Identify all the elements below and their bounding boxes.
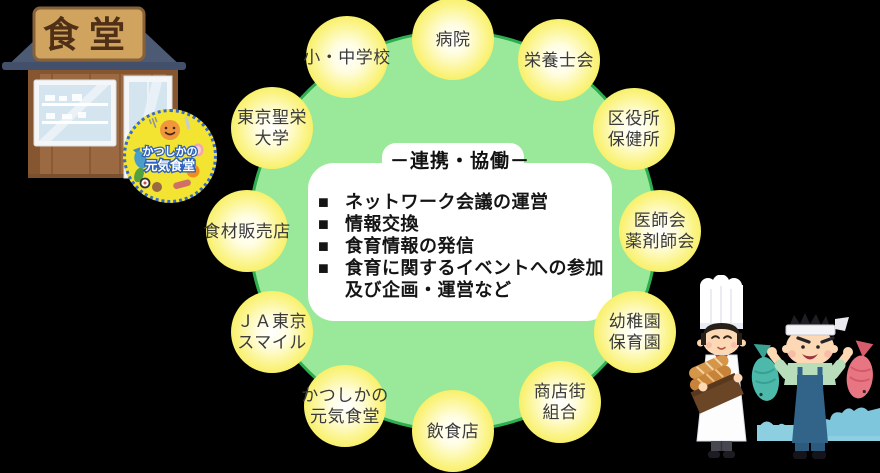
node-shopping-street-union: 商店街組合: [519, 361, 601, 443]
node-label: 大学: [254, 129, 290, 148]
collab-box: [308, 163, 612, 321]
node-label: 商店街: [533, 382, 587, 401]
apron-skirt: [792, 387, 828, 443]
node-katsushika-genki-shokudo: かつしかの元気食堂: [301, 365, 389, 447]
node-hospital: 病院: [412, 0, 494, 80]
collab-item: ■ 食育情報の発信: [318, 235, 608, 257]
collab-item-text: ネットワーク会議の運営: [345, 192, 549, 212]
logo-line2: 元気食堂: [145, 158, 195, 173]
ham-center: [195, 146, 201, 154]
genki-shokudo-logo: かつしかの 元気食堂: [123, 109, 217, 203]
chef-illustration: [689, 275, 747, 458]
node-label: 保健所: [607, 130, 661, 149]
shokudo-sign-text: 食堂: [43, 15, 135, 55]
chef-hair: [703, 323, 740, 337]
logo-line1: かつしかの: [143, 145, 198, 158]
node-tokyo-seiei-university: 東京聖栄大学: [231, 87, 313, 169]
bullet-square-icon: ■: [318, 214, 330, 234]
bullet-square-icon: ■: [318, 258, 330, 278]
collab-items: ■ ネットワーク会議の運営 ■ 情報交換 ■ 食育情報の発信 ■ 食育に関するイベントへ…: [318, 191, 608, 301]
collab-title: －連携・協働－: [389, 151, 530, 172]
node-label: 飲食店: [426, 421, 480, 441]
node-elementary-junior-high-schools: 小・中学校: [303, 16, 391, 98]
fishmonger-eyebrows: [796, 336, 835, 344]
collab-item-text: 情報交換: [345, 214, 419, 234]
apron-bib: [797, 375, 823, 389]
bullet-square-icon: ■: [318, 236, 330, 256]
chef-eyes: [711, 335, 732, 339]
building-base: [28, 174, 178, 178]
bullet-square-icon: ■: [318, 192, 330, 212]
node-label: かつしかの: [301, 386, 389, 405]
fishmonger-mouth: [802, 354, 818, 360]
collab-item: 及び企画・運営など: [318, 279, 608, 301]
node-label: 薬剤師会: [625, 232, 695, 251]
mushroom-icon: [152, 182, 162, 192]
chef-face: [703, 326, 740, 356]
node-label: 食材販売店: [203, 221, 291, 241]
fish-icon: [132, 147, 148, 169]
collab-item-text: 及び企画・運営など: [345, 280, 512, 300]
collab-item-text: 食育に関するイベントへの参加: [345, 258, 604, 278]
node-label: 病院: [435, 29, 471, 49]
node-medical-pharmacist-associations: 医師会薬剤師会: [619, 190, 701, 272]
node-label: 東京聖栄: [237, 108, 307, 127]
headband-icon: [785, 324, 836, 336]
display-window: [33, 79, 117, 147]
collab-item: ■ ネットワーク会議の運営: [318, 191, 608, 213]
sausage-icon: [173, 179, 191, 189]
collab-item: ■ 食育に関するイベントへの参加: [318, 257, 608, 279]
orange-icon: [186, 164, 200, 178]
vegetable-icon: [134, 167, 144, 183]
chef-and-fishmonger-illustration: [689, 275, 880, 459]
node-food-retailers: 食材販売店: [203, 190, 291, 272]
node-restaurants: 飲食店: [412, 390, 494, 472]
node-label: 幼稚園: [608, 312, 662, 331]
red-fish-icon: [846, 340, 874, 399]
node-label: 保育園: [608, 333, 662, 352]
chef-hat-icon: [700, 275, 743, 329]
node-label: スマイル: [237, 333, 307, 352]
node-label: 小・中学校: [303, 47, 391, 67]
node-kindergarten-nursery: 幼稚園保育園: [594, 291, 676, 373]
fishmonger-illustration: [751, 313, 874, 459]
node-label: 区役所: [607, 109, 661, 128]
node-label: 医師会: [633, 211, 687, 230]
node-label: 組合: [542, 403, 578, 422]
collab-item: ■ 情報交換: [318, 213, 608, 235]
node-dietitian-association: 栄養士会: [518, 19, 600, 101]
node-label: 元気食堂: [310, 407, 380, 426]
fork-icon: [148, 117, 158, 128]
shokudo-sign: 食堂: [32, 6, 146, 62]
knife-icon: [184, 116, 191, 130]
node-label: ＪＡ東京: [237, 312, 307, 331]
smiley-sun-icon: [160, 120, 180, 140]
node-label: 栄養士会: [524, 50, 594, 70]
node-ja-tokyo-smile: ＪＡ東京スマイル: [231, 291, 313, 373]
collab-item-text: 食育情報の発信: [345, 236, 475, 256]
teal-fish-icon: [751, 344, 780, 401]
logo-food-icons: [132, 116, 204, 192]
node-ward-office-health-center: 区役所保健所: [593, 88, 675, 170]
chef-mouth: [717, 346, 726, 350]
